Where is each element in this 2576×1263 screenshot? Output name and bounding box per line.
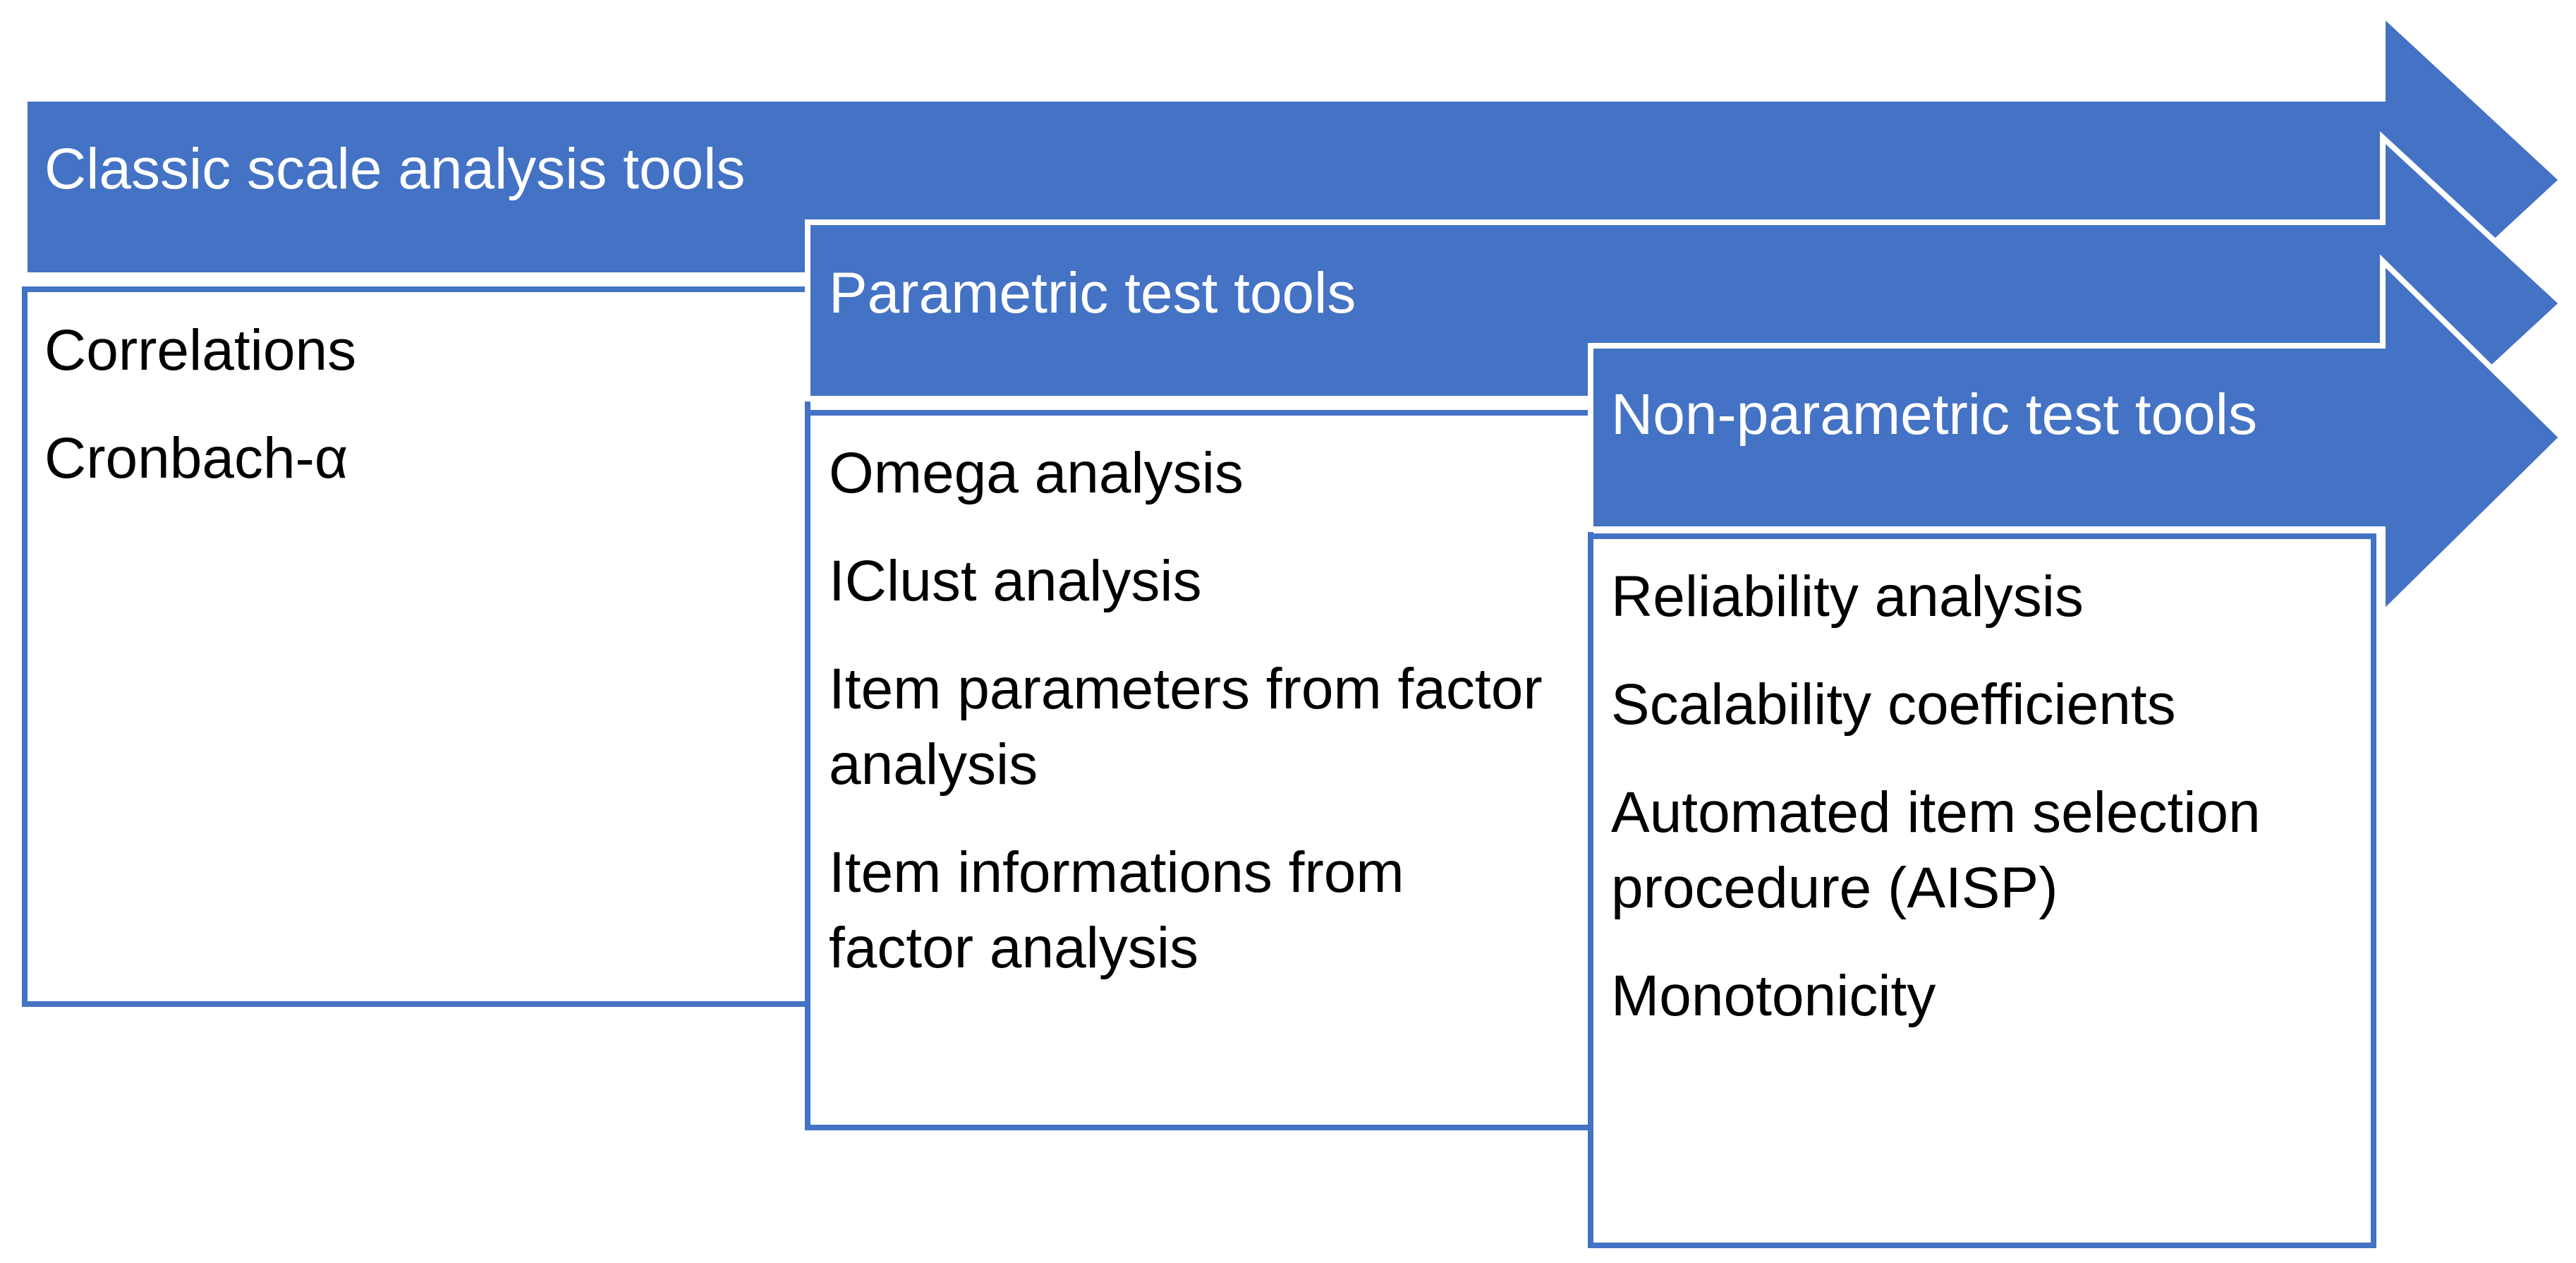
stage-2-item: Item informations from factor analysis xyxy=(829,840,1404,980)
stage-1-title: Classic scale analysis tools xyxy=(44,137,746,201)
stage-1-item: Correlations xyxy=(44,318,357,382)
stage-2-item: Omega analysis xyxy=(829,441,1244,505)
stage-1-item: Cronbach-α xyxy=(44,426,348,490)
stage-1-item-list: Correlations Cronbach-α xyxy=(44,313,778,528)
stage-3-item-list: Reliability analysis Scalability coeffic… xyxy=(1611,559,2359,1066)
stage-3-item: Monotonicity xyxy=(1611,964,1936,1028)
stage-3-item: Automated item selection procedure (AISP… xyxy=(1611,780,2261,920)
stage-3-title: Non-parametric test tools xyxy=(1611,382,2258,447)
stage-3-arrow xyxy=(1588,254,2566,621)
stage-3-box xyxy=(1588,533,2376,1248)
stage-2-box xyxy=(805,410,1593,1130)
stage-3-item: Reliability analysis xyxy=(1611,564,2084,629)
stage-2-item: IClust analysis xyxy=(829,549,1202,613)
stage-3-item: Scalability coefficients xyxy=(1611,672,2176,737)
stage-2-title: Parametric test tools xyxy=(829,261,1356,325)
stage-2-item-list: Omega analysis IClust analysis Item para… xyxy=(829,435,1562,1018)
stage-1-box xyxy=(22,286,810,1007)
stage-2-item: Item parameters from factor analysis xyxy=(829,657,1543,797)
